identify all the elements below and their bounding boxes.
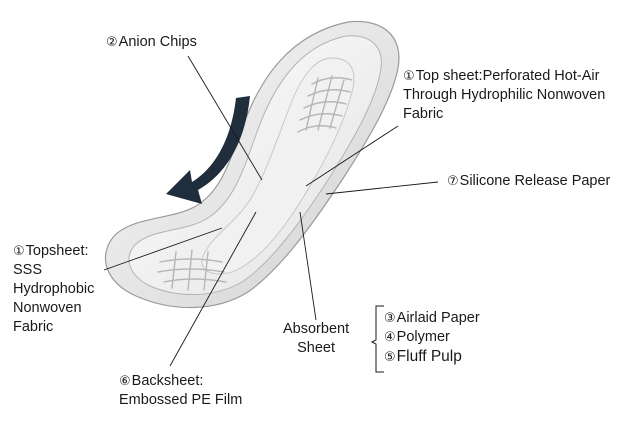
leader-topsheet-right xyxy=(305,125,399,187)
label-line: Topsheet: xyxy=(25,243,89,259)
label-line: Top sheet:Perforated Hot-Air xyxy=(415,68,600,84)
number-badge: ⑤ xyxy=(384,350,396,365)
leader-anion-chips xyxy=(187,55,263,181)
curved-arrow-icon xyxy=(166,96,250,204)
label-text: Anion Chips xyxy=(118,34,197,50)
label-line: SSS xyxy=(13,262,43,278)
label-topsheet-perforated: ①Top sheet:Perforated Hot-Air Through Hy… xyxy=(403,67,605,124)
label-line: Absorbent xyxy=(283,321,350,337)
label-text: Fluff Pulp xyxy=(396,348,462,365)
component-item: ⑤Fluff Pulp xyxy=(384,347,480,367)
label-line: Backsheet: xyxy=(131,373,204,389)
number-badge: ① xyxy=(403,69,415,84)
label-line: Hydrophobic xyxy=(13,281,95,297)
leader-absorbent xyxy=(299,211,317,321)
label-line: Nonwoven xyxy=(13,300,82,316)
leader-backsheet xyxy=(169,211,257,367)
label-absorbent-sheet: Absorbent Sheet xyxy=(283,320,349,358)
number-badge: ① xyxy=(13,244,25,259)
label-line: Through Hydrophilic Nonwoven xyxy=(403,87,606,103)
component-item: ④Polymer xyxy=(384,328,480,347)
leader-silicone xyxy=(325,181,439,195)
leader-topsheet-left xyxy=(103,227,223,271)
label-backsheet: ⑥Backsheet: Embossed PE Film xyxy=(119,372,242,410)
label-line: Fabric xyxy=(403,106,444,122)
emboss-pattern-bottom xyxy=(157,249,227,291)
label-line: Fabric xyxy=(13,319,54,335)
label-line: Sheet xyxy=(297,340,335,356)
label-text: Polymer xyxy=(396,329,450,345)
number-badge: ③ xyxy=(384,311,396,326)
emboss-pattern-top xyxy=(297,75,353,133)
label-text: Silicone Release Paper xyxy=(459,173,611,189)
label-line: Embossed PE Film xyxy=(119,392,243,408)
label-anion-chips: ②Anion Chips xyxy=(106,33,197,52)
component-bracket xyxy=(370,305,384,373)
label-silicone-release-paper: ⑦Silicone Release Paper xyxy=(447,172,610,191)
number-badge: ⑦ xyxy=(447,174,459,189)
label-absorbent-components: ③Airlaid Paper ④Polymer ⑤Fluff Pulp xyxy=(384,309,480,367)
number-badge: ⑥ xyxy=(119,374,131,389)
leader-lines xyxy=(103,55,439,367)
label-topsheet-sss: ①Topsheet: SSS Hydrophobic Nonwoven Fabr… xyxy=(13,242,94,337)
label-text: Airlaid Paper xyxy=(396,310,480,326)
pad-core xyxy=(201,57,355,275)
component-item: ③Airlaid Paper xyxy=(384,309,480,328)
number-badge: ② xyxy=(106,35,118,50)
number-badge: ④ xyxy=(384,330,396,345)
